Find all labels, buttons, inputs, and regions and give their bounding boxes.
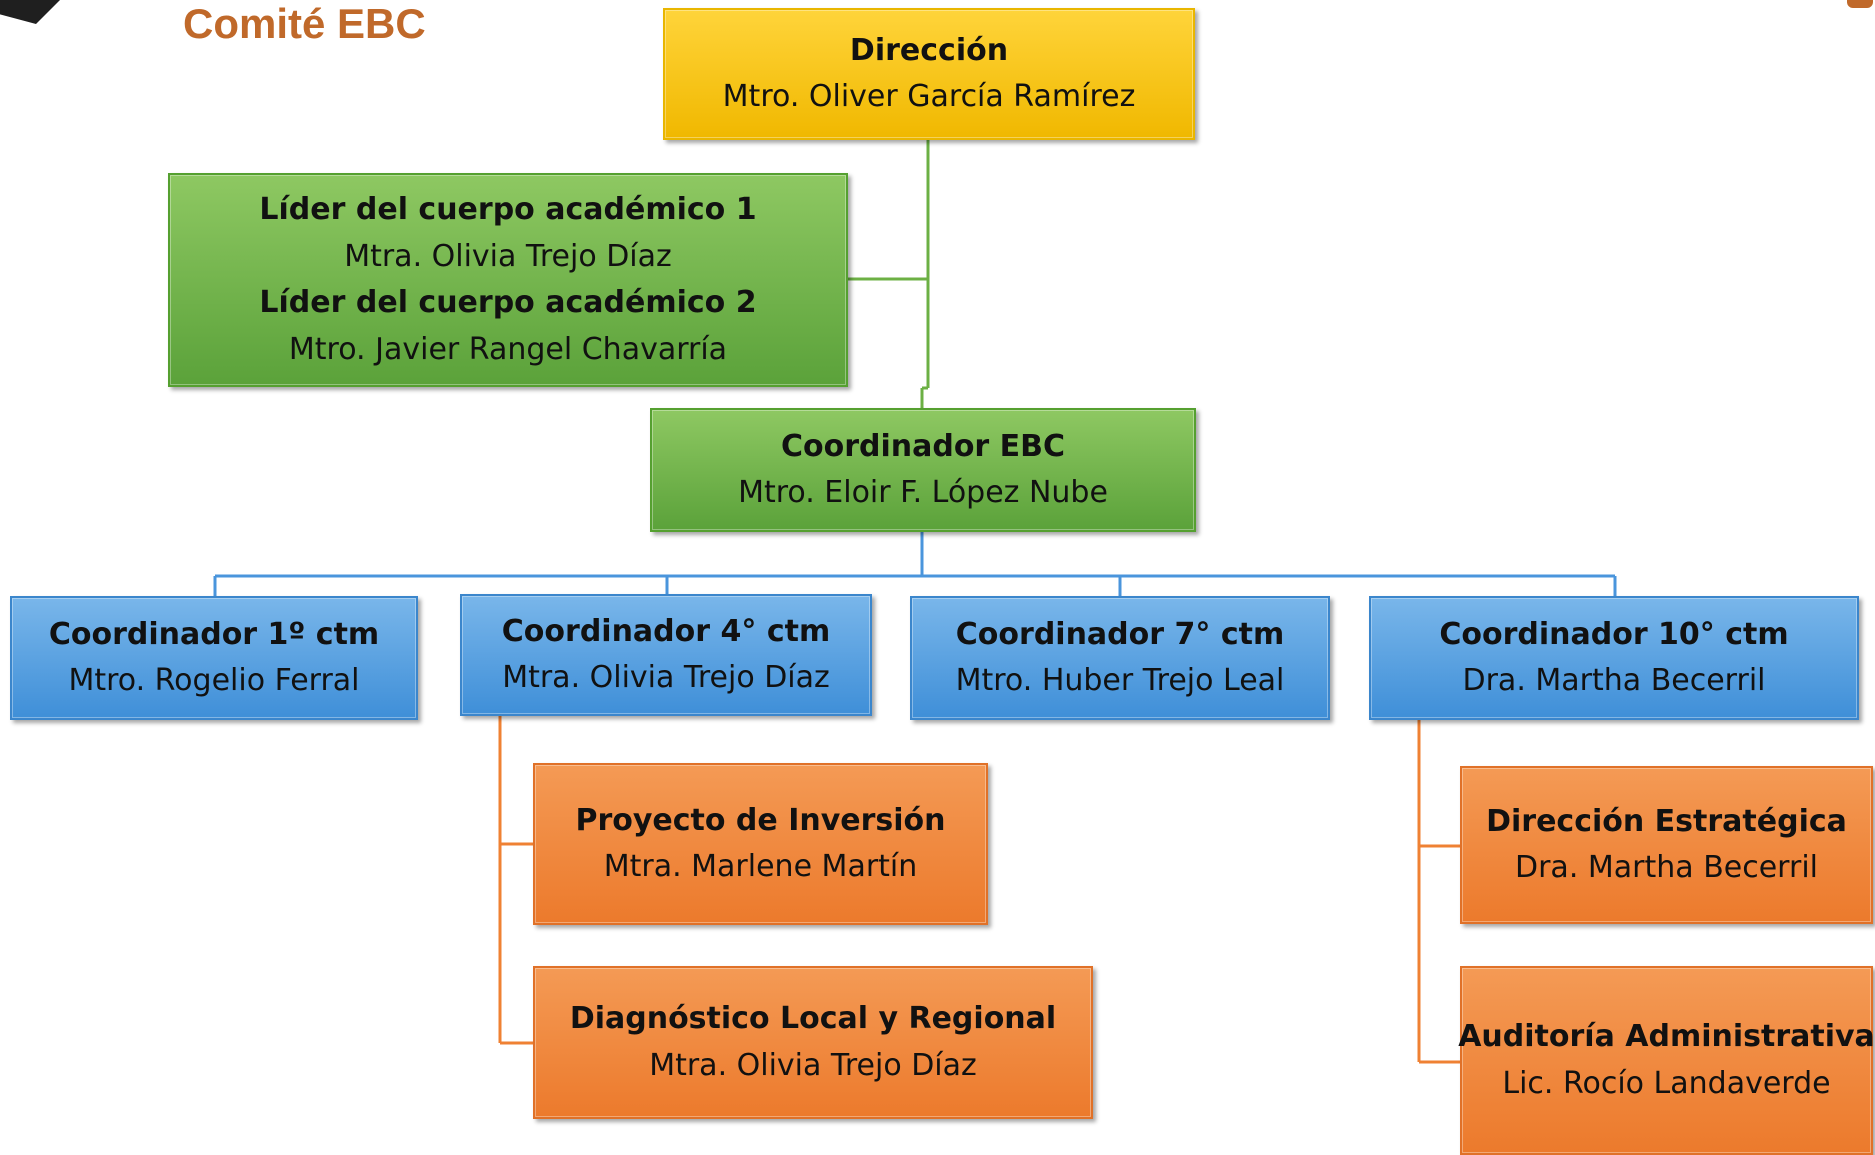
node-name: Dra. Martha Becerril: [1462, 663, 1766, 698]
node-name: Mtro. Rogelio Ferral: [68, 663, 360, 698]
node-name: Mtro. Huber Trejo Leal: [955, 663, 1285, 698]
node-proyecto-de-inversion: Proyecto de Inversión Mtra. Marlene Mart…: [533, 763, 988, 925]
node-auditoria-administrativa: Auditoría Administrativa Lic. Rocío Land…: [1458, 966, 1875, 1155]
node-direccion-estrategica: Dirección Estratégica Dra. Martha Becerr…: [1460, 766, 1873, 924]
node-diagnostico-local-regional: Diagnóstico Local y Regional Mtra. Olivi…: [533, 966, 1093, 1119]
node-name: Mtro. Oliver García Ramírez: [722, 79, 1136, 114]
node-title: Auditoría Administrativa: [1458, 1019, 1875, 1054]
node-title: Coordinador EBC: [780, 428, 1066, 464]
node-title: Líder del cuerpo académico 1: [259, 192, 757, 227]
node-name: Mtro. Javier Rangel Chavarría: [288, 331, 728, 367]
node-name: Mtra. Marlene Martín: [603, 849, 918, 884]
node-name: Mtra. Olivia Trejo Díaz: [344, 238, 672, 274]
node-coordinador-ebc: Coordinador EBC Mtro. Eloir F. López Nub…: [650, 408, 1196, 532]
node-title: Coordinador 7° ctm: [955, 616, 1285, 652]
node-name: Mtra. Olivia Trejo Díaz: [502, 660, 830, 695]
node-title: Proyecto de Inversión: [575, 802, 946, 838]
page-title: Comité EBC: [183, 0, 426, 47]
node-name: Dra. Martha Becerril: [1515, 850, 1818, 885]
node-coordinador-4-ctm: Coordinador 4° ctm Mtra. Olivia Trejo Dí…: [460, 594, 872, 716]
node-title: Diagnóstico Local y Regional: [569, 1001, 1057, 1036]
node-coordinador-10-ctm: Coordinador 10° ctm Dra. Martha Becerril: [1369, 596, 1859, 720]
node-coordinador-1-ctm: Coordinador 1º ctm Mtro. Rogelio Ferral: [10, 596, 418, 720]
node-title: Dirección Estratégica: [1486, 803, 1847, 839]
node-title: Coordinador 4° ctm: [501, 613, 831, 649]
node-title: Coordinador 10° ctm: [1439, 616, 1789, 652]
node-coordinador-7-ctm: Coordinador 7° ctm Mtro. Huber Trejo Lea…: [910, 596, 1330, 720]
node-name: Mtra. Olivia Trejo Díaz: [649, 1047, 977, 1083]
node-name: Lic. Rocío Landaverde: [1502, 1065, 1831, 1101]
node-direccion: Dirección Mtro. Oliver García Ramírez: [663, 8, 1195, 140]
node-title: Dirección: [849, 32, 1009, 68]
node-lideres-cuerpo-academico: Líder del cuerpo académico 1 Mtra. Olivi…: [168, 173, 848, 387]
logo-mark-right: [1847, 0, 1873, 8]
node-name: Mtro. Eloir F. López Nube: [738, 475, 1108, 510]
node-title: Líder del cuerpo académico 2: [259, 285, 757, 320]
node-title: Coordinador 1º ctm: [48, 616, 380, 652]
